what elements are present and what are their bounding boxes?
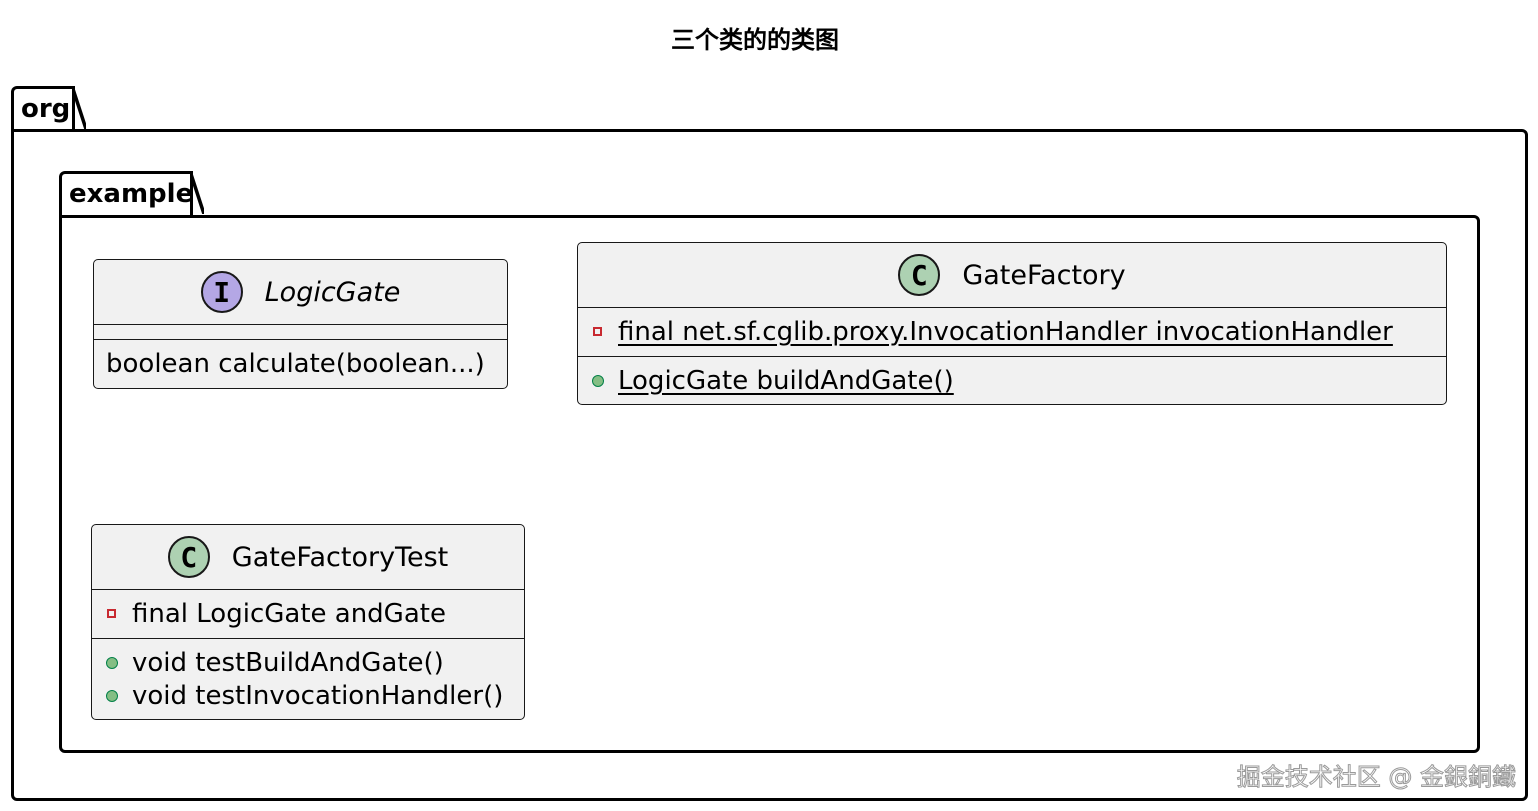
class-gate-factory-test[interactable]: C GateFactoryTest final LogicGate andGat… <box>91 524 525 720</box>
class-badge-icon: C <box>898 254 941 296</box>
interface-badge-icon: I <box>200 271 243 313</box>
fields-section: final net.sf.cglib.proxy.InvocationHandl… <box>578 307 1446 356</box>
class-badge-icon: C <box>167 536 210 578</box>
fields-section: final LogicGate andGate <box>92 589 524 638</box>
field-item: final LogicGate andGate <box>92 598 524 631</box>
field-text: final LogicGate andGate <box>132 599 446 629</box>
class-gate-factory-test-name: GateFactoryTest <box>231 541 449 573</box>
class-logic-gate-header: I LogicGate <box>94 260 507 324</box>
method-item: void testBuildAndGate() <box>92 647 524 680</box>
package-example-label: example <box>69 179 194 209</box>
package-org-label: org <box>21 94 71 124</box>
method-text: boolean calculate(boolean...) <box>106 349 485 379</box>
field-item: final net.sf.cglib.proxy.InvocationHandl… <box>578 316 1446 349</box>
public-visibility-icon <box>106 690 118 702</box>
public-visibility-icon <box>106 657 118 669</box>
class-logic-gate[interactable]: I LogicGate boolean calculate(boolean...… <box>93 259 508 389</box>
method-item: LogicGate buildAndGate() <box>578 365 1446 398</box>
package-example-tab: example <box>59 171 204 217</box>
method-text: void testInvocationHandler() <box>132 681 504 711</box>
fields-separator <box>94 324 507 339</box>
methods-section: LogicGate buildAndGate() <box>578 356 1446 398</box>
class-gate-factory-header: C GateFactory <box>578 243 1446 307</box>
diagram-title: 三个类的的类图 <box>671 26 839 54</box>
method-text: LogicGate buildAndGate() <box>618 366 954 396</box>
public-visibility-icon <box>592 375 604 387</box>
package-org-tab: org <box>11 86 86 131</box>
class-gate-factory[interactable]: C GateFactory final net.sf.cglib.proxy.I… <box>577 242 1447 405</box>
watermark: 掘金技术社区 @ 金銀銅鐵 <box>1236 763 1516 792</box>
method-item: boolean calculate(boolean...) <box>94 348 507 381</box>
methods-separator: boolean calculate(boolean...) <box>94 339 507 381</box>
class-gate-factory-name: GateFactory <box>962 259 1126 291</box>
private-visibility-icon <box>107 609 116 618</box>
private-visibility-icon <box>593 327 602 336</box>
class-gate-factory-test-header: C GateFactoryTest <box>92 525 524 589</box>
class-logic-gate-name: LogicGate <box>264 276 401 308</box>
method-item: void testInvocationHandler() <box>92 680 524 713</box>
field-text: final net.sf.cglib.proxy.InvocationHandl… <box>618 317 1393 347</box>
methods-section: void testBuildAndGate() void testInvocat… <box>92 638 524 713</box>
method-text: void testBuildAndGate() <box>132 648 444 678</box>
